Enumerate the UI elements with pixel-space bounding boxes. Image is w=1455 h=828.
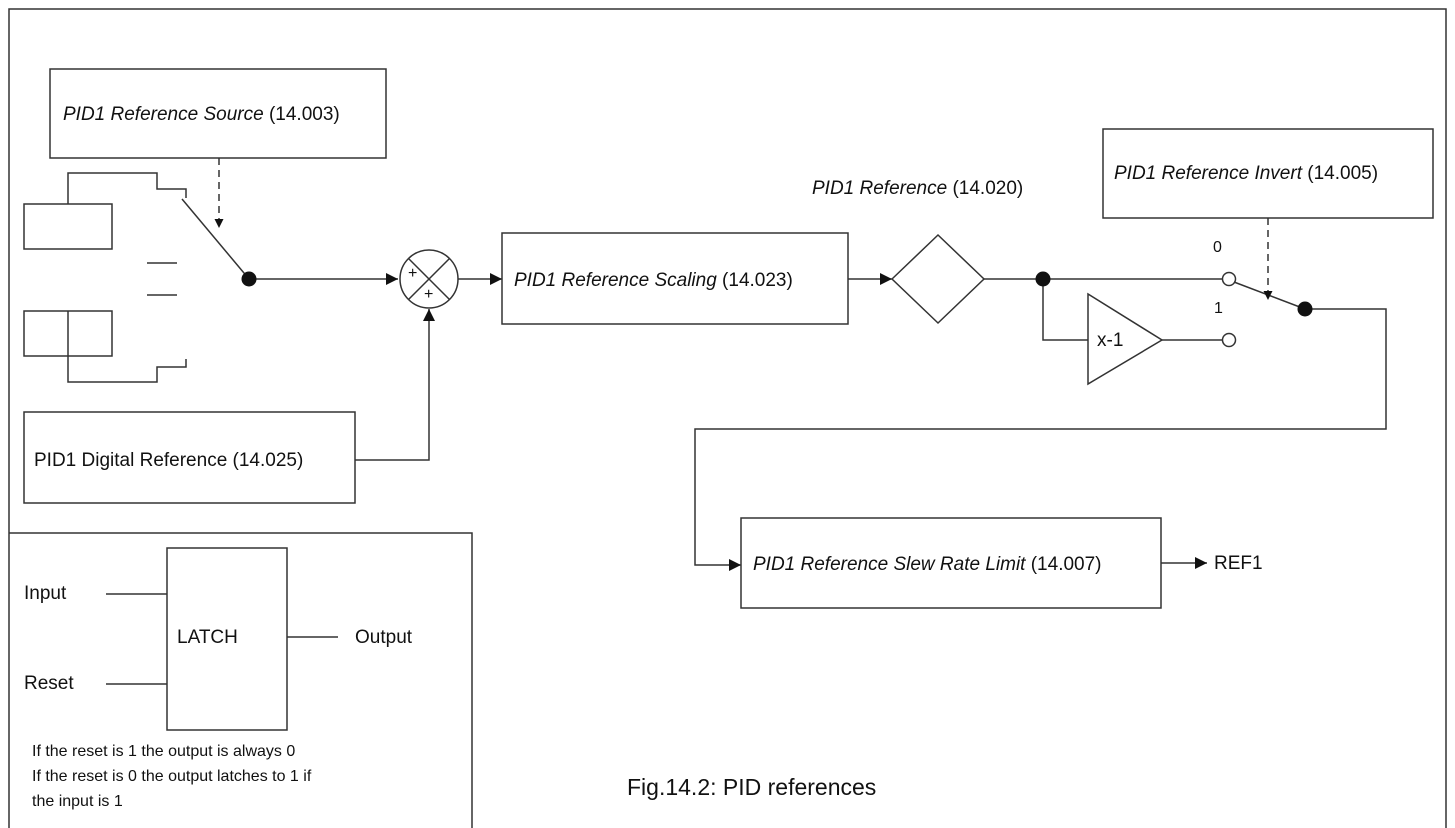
slew-name: PID1 Reference Slew Rate Limit [753,554,1026,575]
branch-dot [1035,271,1051,287]
switch-contact-1 [1221,332,1237,348]
legend-output-label: Output [355,627,413,648]
source-box-label: PID1 Reference Source (14.003) [63,105,340,124]
source-param: (14.003) [263,104,340,125]
reference-name: PID1 Reference [812,178,948,199]
output-ref1-label: REF1 [1214,553,1263,574]
digital-reference-label: PID1 Digital Reference (14.025) [34,450,304,471]
switch-to-slew-wire [694,308,1387,571]
switch-label-0: 0 [1213,239,1222,256]
switch-output-dot [1297,301,1313,317]
reference-diamond [890,233,986,325]
selector-input-box-2 [23,310,113,357]
scaling-param: (14.023) [716,270,793,291]
legend-note-line-2: If the reset is 0 the output latches to … [32,768,312,785]
selector-output-dot [241,271,257,287]
switch-label-1: 1 [1214,300,1223,317]
slew-param: (14.007) [1025,554,1102,575]
invert-param: (14.005) [1301,163,1379,184]
reference-param: (14.020) [947,178,1024,199]
selector-input-box-1 [23,203,113,250]
legend-note-line-3: the input is 1 [32,793,123,810]
figure-caption: Fig.14.2: PID references [627,774,877,800]
source-name: PID1 Reference Source [63,104,264,125]
invert-switch-arm [1233,281,1306,310]
latch-box [166,547,288,731]
outer-frame [8,8,1447,828]
scaling-box-label: PID1 Reference Scaling (14.023) [514,271,793,290]
latch-label: LATCH [177,627,238,648]
legend-reset-label: Reset [24,673,74,694]
summer-sign-top: + [408,265,418,282]
legend-frame [9,532,473,828]
summer-sign-bottom: + [424,286,434,303]
scaling-name: PID1 Reference Scaling [514,270,717,291]
legend-input-label: Input [24,583,67,604]
reference-to-inverter-wire [1042,279,1088,341]
selector-switch-arm [181,198,250,280]
legend-note-line-1: If the reset is 1 the output is always 0 [32,743,296,760]
selector-bracket-top [67,172,187,204]
inverter-label: x-1 [1097,330,1124,351]
source-box [49,68,387,159]
inverter-triangle [1087,292,1164,386]
invert-box-label: PID1 Reference Invert (14.005) [1114,164,1378,183]
selector-bracket-bottom [67,311,187,383]
reference-label: PID1 Reference (14.020) [812,179,1023,198]
switch-contact-0 [1221,271,1237,287]
digital-reference-box [23,411,356,504]
slew-box-label: PID1 Reference Slew Rate Limit (14.007) [753,555,1102,574]
invert-name: PID1 Reference Invert [1114,163,1302,184]
summer-cross-2 [407,257,451,301]
digital-to-summer-wire [355,309,435,461]
